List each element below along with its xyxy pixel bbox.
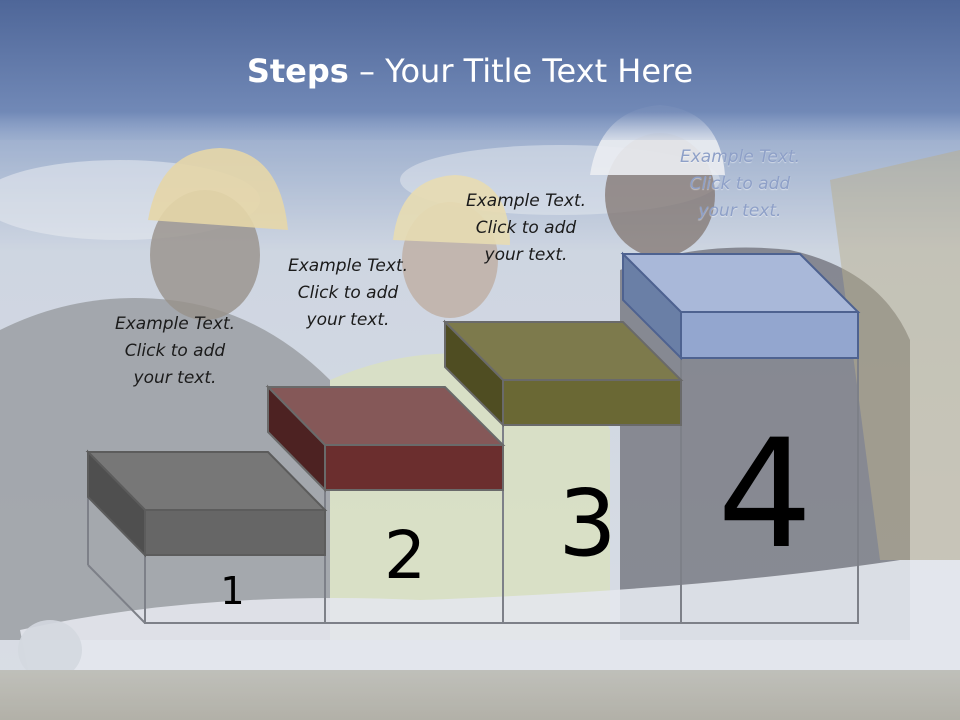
step-2-text[interactable]: Example Text. Click to add your text. (287, 256, 409, 330)
step-1-number: 1 (220, 569, 245, 613)
step-2-block[interactable] (265, 384, 506, 493)
step-3-block[interactable] (442, 319, 684, 428)
title-rest: – Your Title Text Here (348, 52, 694, 90)
step-2-number: 2 (384, 517, 426, 594)
step-1-block[interactable] (85, 449, 328, 558)
title-bold: Steps (246, 52, 349, 90)
step-3-text[interactable]: Example Text. Click to add your text. (465, 191, 587, 265)
step-3-number: 3 (558, 470, 617, 577)
step-4-number: 4 (717, 408, 813, 582)
slide-title[interactable]: Steps – Your Title Text Here (0, 52, 940, 90)
title-band (0, 0, 960, 140)
step-1-bottom-edge (87, 564, 146, 624)
step-4-text[interactable]: Example Text. Click to add your text. (679, 147, 801, 221)
step-4-block[interactable] (620, 251, 861, 361)
step-1-text[interactable]: Example Text. Click to add your text. (114, 314, 236, 388)
